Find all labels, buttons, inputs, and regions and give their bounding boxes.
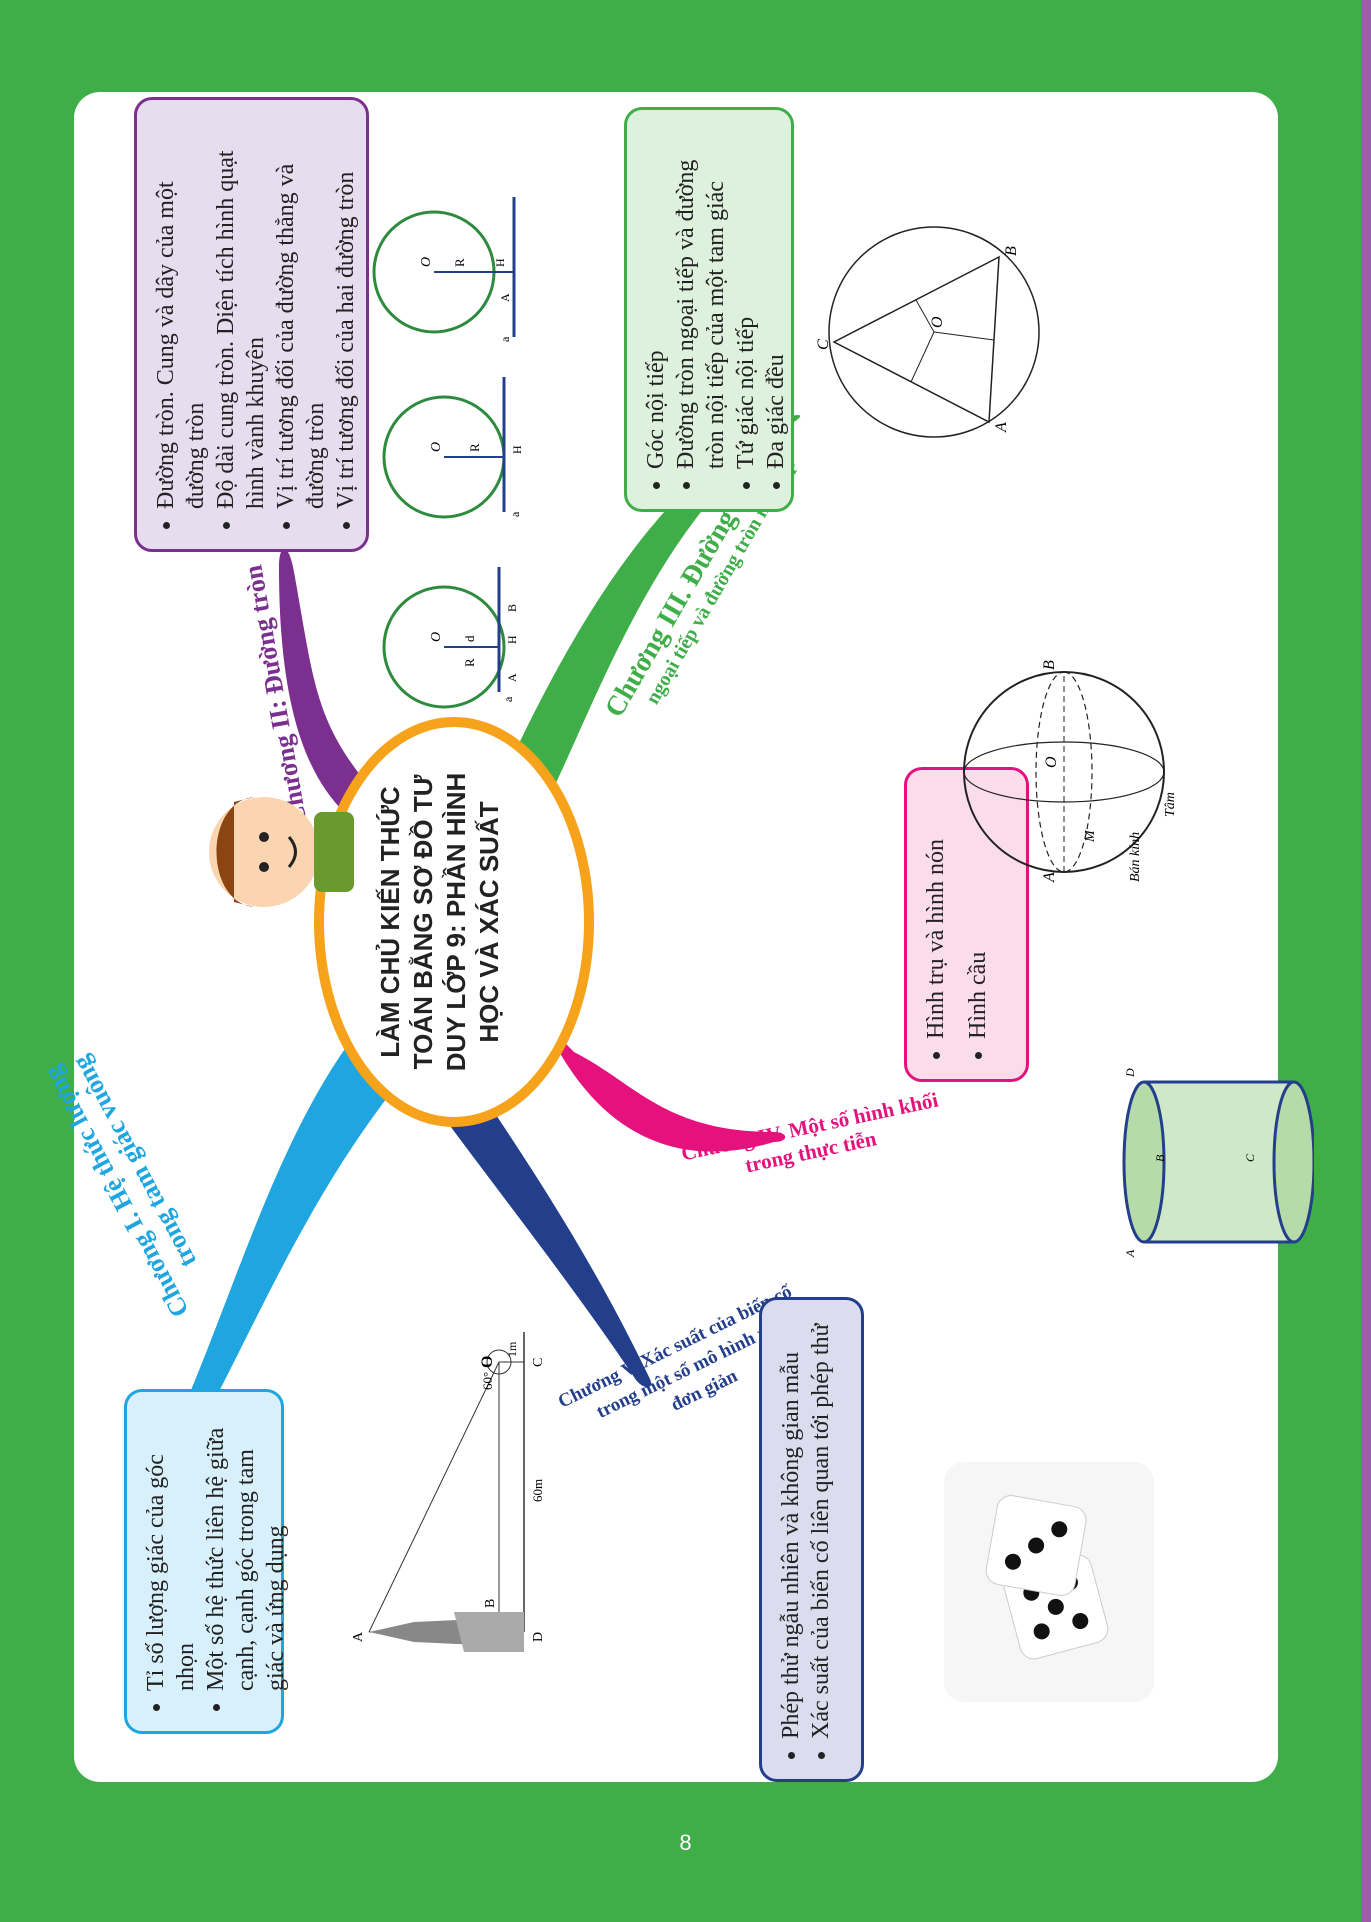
sphere-center: Tâm xyxy=(1163,792,1178,817)
circle1-h: H xyxy=(505,635,519,644)
sphere-radius: Bán kính xyxy=(1128,832,1143,882)
mindmap-canvas: LÀM CHỦ KIẾN THỨC TOÁN BẰNG SƠ ĐỒ TƯ DUY… xyxy=(38,92,1314,1782)
cylinder-d: D xyxy=(1123,1068,1137,1078)
ch1-item-2: Một số hệ thức liên hệ giữa cạnh, cạnh g… xyxy=(201,1410,291,1691)
circle2-h: H xyxy=(510,445,524,454)
tower-label-o: O xyxy=(479,1356,496,1368)
tower-label-d: D xyxy=(531,1632,546,1642)
triangle-figure: A B C O xyxy=(815,226,1040,438)
branch-ch1 xyxy=(159,1017,434,1481)
ch5-item-2: Xác suất của biến cố liên quan tới phép … xyxy=(806,1318,836,1739)
center-title: LÀM CHỦ KIẾN THỨC TOÁN BẰNG SƠ ĐỒ TƯ DUY… xyxy=(375,772,504,1072)
circle3-a: a xyxy=(498,336,512,342)
tower-height: 1m xyxy=(505,1341,519,1357)
tower-label-b: B xyxy=(483,1599,498,1608)
ch2-box: Đường tròn. Cung và dây của một đường tr… xyxy=(134,97,369,552)
circle1-pointa: A xyxy=(505,673,519,682)
boy-figure xyxy=(209,797,354,907)
ch3-item-2: Đường tròn ngoại tiếp và đường tròn nội … xyxy=(671,128,731,469)
ch3-item-3: Tứ giác nội tiếp xyxy=(731,128,761,469)
ch2-item-3: Vị trí tương đối của đường thẳng và đườn… xyxy=(271,118,331,509)
circle3-o: O xyxy=(419,257,434,267)
ch1-item-1: Tỉ số lượng giác của góc nhọn xyxy=(141,1410,201,1691)
circle3-h: H xyxy=(493,258,507,267)
ch5-item-1: Phép thử ngẫu nhiên và không gian mẫu xyxy=(776,1318,806,1739)
triangle-a: A xyxy=(993,422,1010,433)
sphere-a: A xyxy=(1041,872,1058,883)
cylinder-a: A xyxy=(1123,1249,1137,1258)
ch2-item-2: Độ dài cung tròn. Diện tích hình quạt hì… xyxy=(211,118,271,509)
dice-figure xyxy=(944,1462,1154,1702)
tower-label-c: C xyxy=(531,1358,546,1367)
tower-dist: 60m xyxy=(530,1479,545,1502)
ch3-box: Góc nội tiếp Đường tròn ngoại tiếp và đư… xyxy=(624,107,794,512)
triangle-c: C xyxy=(815,339,832,350)
circle2-r: R xyxy=(467,443,482,452)
ch2-item-1: Đường tròn. Cung và dây của một đường tr… xyxy=(151,118,211,509)
cylinder-figure: A B C D xyxy=(1122,1068,1314,1258)
triangle-b: B xyxy=(1003,246,1020,256)
circle2-a: a xyxy=(508,511,522,517)
circle1-o: O xyxy=(429,632,444,642)
sphere-m: M xyxy=(1083,829,1098,843)
circle1-a: a xyxy=(501,696,515,702)
circle1-r: R xyxy=(462,658,477,667)
side-stripe xyxy=(1361,0,1371,1922)
sphere-b: B xyxy=(1041,660,1058,670)
ch2-list: Đường tròn. Cung và dây của một đường tr… xyxy=(151,118,361,531)
ch5-box: Phép thử ngẫu nhiên và không gian mẫu Xá… xyxy=(759,1297,864,1782)
sphere-o: O xyxy=(1043,756,1060,768)
ch2-item-4: Vị trí tương đối của hai đường tròn xyxy=(331,118,361,509)
sphere-figure: A B O M Bán kính Tâm xyxy=(963,660,1178,883)
branch-ch3 xyxy=(494,415,801,797)
circle2-o: O xyxy=(429,442,444,452)
ch3-item-4: Đa giác đều xyxy=(761,128,791,469)
circle1-d: d xyxy=(462,635,477,642)
circle3-pointa: A xyxy=(498,293,512,302)
ch1-box: Tỉ số lượng giác của góc nhọn Một số hệ … xyxy=(124,1389,289,1734)
tower-angle: 60° xyxy=(480,1372,495,1390)
ch5-list: Phép thử ngẫu nhiên và không gian mẫu Xá… xyxy=(776,1318,836,1761)
branches xyxy=(159,415,801,1481)
circles-figure: O d H a R B A O R H a xyxy=(372,197,524,709)
circle1-b: B xyxy=(505,604,519,612)
center-ring xyxy=(314,717,594,1127)
ch3-list: Góc nội tiếp Đường tròn ngoại tiếp và đư… xyxy=(641,128,791,491)
triangle-o: O xyxy=(929,316,946,328)
tower-figure: A B D C O 60° 60m 1m xyxy=(351,1332,546,1652)
cylinder-b: B xyxy=(1153,1154,1167,1162)
ch1-list: Tỉ số lượng giác của góc nhọn Một số hệ … xyxy=(141,1410,291,1713)
cylinder-c: C xyxy=(1243,1153,1257,1162)
page-number: 8 xyxy=(679,1830,692,1855)
mindmap-landscape: LÀM CHỦ KIẾN THỨC TOÁN BẰNG SƠ ĐỒ TƯ DUY… xyxy=(38,92,1314,1782)
branch-ch4 xyxy=(544,1022,786,1152)
circle3-r: R xyxy=(452,258,467,267)
tower-label-a: A xyxy=(351,1631,366,1642)
ch3-item-1: Góc nội tiếp xyxy=(641,128,671,469)
